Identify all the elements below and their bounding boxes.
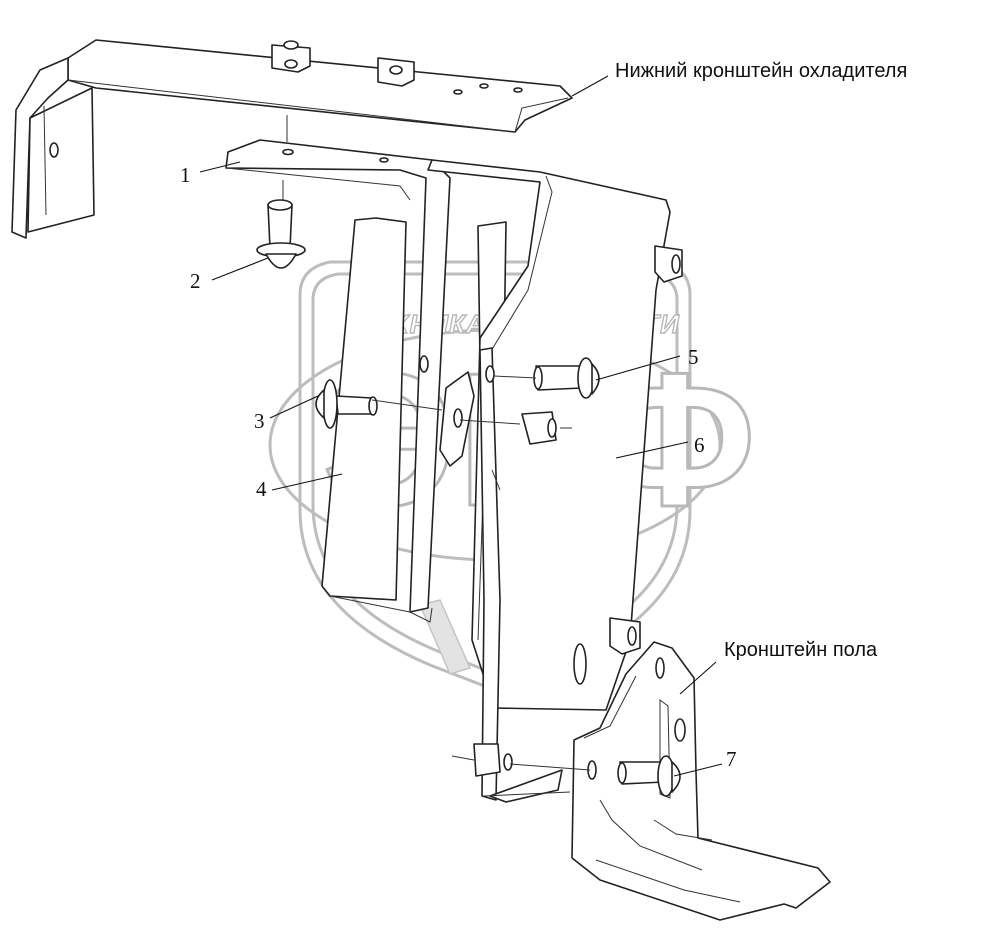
- callout-3: 3: [254, 409, 265, 433]
- part-nut-mid: [521, 411, 557, 445]
- callout-5: 5: [688, 345, 699, 369]
- callout-4: 4: [256, 477, 267, 501]
- callout-6: 6: [694, 433, 705, 457]
- leader-6: [615, 441, 689, 459]
- leader-floor-bracket: [679, 661, 717, 695]
- leader-upper-bracket: [571, 75, 609, 97]
- callout-leaders: [199, 75, 723, 777]
- callout-7: 7: [726, 747, 737, 771]
- callout-2: 2: [190, 269, 201, 293]
- label-floor-bracket: Кронштейн пола: [724, 639, 878, 661]
- leader-4: [271, 473, 343, 491]
- bracket-hole: [49, 142, 59, 158]
- leader-5: [595, 355, 681, 381]
- upper-cooler-bracket: [11, 39, 573, 239]
- clamp: [439, 371, 475, 467]
- floor-bracket: [571, 641, 831, 921]
- leader-3: [269, 395, 319, 419]
- leader-2: [211, 257, 269, 281]
- callout-1: 1: [180, 163, 191, 187]
- nut-1: [271, 44, 311, 73]
- label-upper-bracket: Нижний кронштейн охладителя: [615, 60, 907, 82]
- part-2-bolt: [256, 199, 306, 269]
- part-7-bolt: [617, 755, 681, 797]
- part-1-strap: [225, 139, 451, 613]
- part-3-bolt: [315, 379, 378, 429]
- part-5-bolt: [533, 357, 600, 399]
- leader-7: [673, 763, 723, 777]
- part-nut-lower-left: [473, 743, 501, 777]
- leader-1: [199, 161, 241, 173]
